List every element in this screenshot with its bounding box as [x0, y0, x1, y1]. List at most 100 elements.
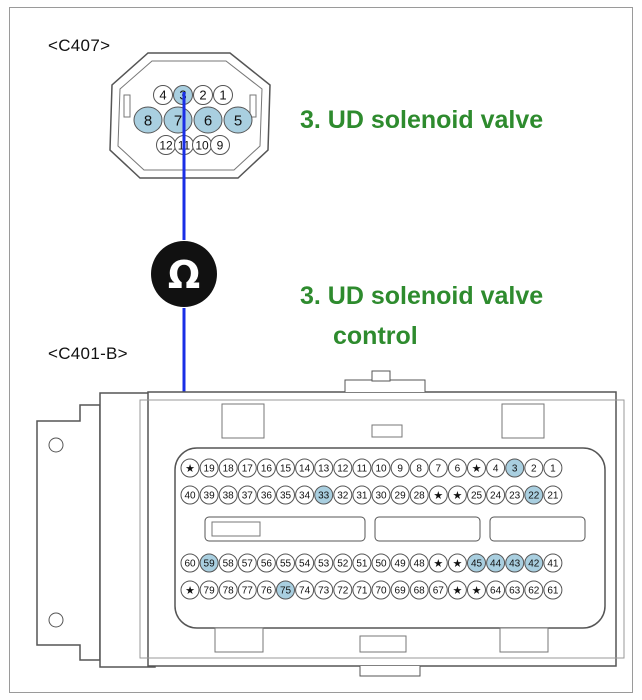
c401-pin-49: 49 — [390, 553, 410, 573]
c407-pin-8: 8 — [133, 106, 163, 134]
c407-pin-7: 7 — [163, 106, 193, 134]
signal-label-top: 3. UD solenoid valve — [300, 106, 544, 134]
pin-number: 58 — [223, 559, 235, 570]
c401-pin-51: 51 — [352, 553, 372, 573]
c401-pin-59: 59 — [199, 553, 219, 573]
pin-number: 51 — [356, 559, 368, 570]
diagram-frame — [9, 7, 633, 693]
pin-number: 60 — [184, 559, 196, 570]
c407-pin-10: 10 — [192, 135, 212, 155]
pin-number: 8 — [144, 112, 152, 129]
c401-pin-3: 3 — [505, 458, 525, 478]
c401-pin-53: 53 — [314, 553, 334, 573]
pin-number: 50 — [375, 559, 387, 570]
c401-pin-9: 9 — [390, 458, 410, 478]
pin-number: 42 — [528, 559, 540, 570]
pin-number: 56 — [261, 559, 273, 570]
pin-number: 43 — [509, 559, 521, 570]
c401-pin-58: 58 — [218, 553, 238, 573]
c401-pin-19: 19 — [199, 458, 219, 478]
c401-pin-15: 15 — [276, 458, 295, 478]
c401-pin-25: 25 — [467, 485, 486, 505]
pin-number: 77 — [242, 586, 254, 597]
pin-number: 72 — [337, 586, 349, 597]
c401-pin-67: 67 — [428, 580, 448, 600]
c401-pin-74: 74 — [295, 580, 315, 600]
pin-number: 53 — [318, 559, 330, 570]
pin-number: 35 — [280, 491, 292, 502]
pin-number: 71 — [356, 586, 368, 597]
c401-pin-38: 38 — [218, 485, 238, 505]
pin-number: 32 — [337, 491, 349, 502]
pin-number: 45 — [471, 559, 483, 570]
pin-number: 62 — [528, 586, 540, 597]
pin-number: ★ — [472, 585, 482, 597]
pin-number: 19 — [204, 464, 216, 475]
pin-number: 69 — [395, 586, 407, 597]
c401-pin-61: 61 — [543, 580, 563, 600]
pin-number: 36 — [261, 491, 273, 502]
pin-number: 68 — [414, 586, 426, 597]
c401-pin-36: 36 — [256, 485, 276, 505]
pin-number: ★ — [452, 490, 462, 502]
pin-number: ★ — [433, 558, 443, 570]
c401-pin-72: 72 — [333, 580, 353, 600]
c401-pin-52: 52 — [333, 553, 353, 573]
pin-number: 6 — [204, 112, 212, 129]
c401-pin-18: 18 — [218, 458, 238, 478]
pin-number: 38 — [223, 491, 235, 502]
pin-number: 8 — [416, 464, 422, 475]
c401-pin-75: 75 — [276, 580, 295, 600]
pin-number: 54 — [299, 559, 311, 570]
c401-pin-77: 77 — [237, 580, 257, 600]
pin-number: 1 — [219, 88, 226, 103]
pin-number: 40 — [184, 491, 196, 502]
c401-pin-blank: ★ — [447, 553, 467, 573]
pin-number: 4 — [493, 464, 499, 475]
pin-number: 22 — [528, 491, 540, 502]
c407-pin-5: 5 — [223, 106, 253, 134]
pin-number: 39 — [204, 491, 216, 502]
pin-number: 79 — [204, 586, 216, 597]
pin-number: 25 — [471, 491, 483, 502]
c401-pin-11: 11 — [352, 458, 372, 478]
connector-c401-label: <C401-B> — [48, 344, 128, 363]
c401-pin-23: 23 — [505, 485, 525, 505]
c401-pin-29: 29 — [390, 485, 410, 505]
pin-number: 5 — [234, 112, 242, 129]
c401-pin-22: 22 — [524, 485, 544, 505]
c401-pin-13: 13 — [314, 458, 334, 478]
c401-pin-21: 21 — [543, 485, 563, 505]
c401-pin-34: 34 — [295, 485, 315, 505]
c401-pin-33: 33 — [314, 485, 334, 505]
c401-pin-blank: ★ — [180, 580, 200, 600]
c407-pin-6: 6 — [193, 106, 223, 134]
c401-pin-79: 79 — [199, 580, 219, 600]
pin-number: 30 — [375, 491, 387, 502]
c401-pin-43: 43 — [505, 553, 525, 573]
pin-number: 15 — [280, 464, 292, 475]
c401-pin-70: 70 — [371, 580, 391, 600]
pin-number: 70 — [375, 586, 387, 597]
pin-number: 9 — [397, 464, 403, 475]
pin-number: 18 — [223, 464, 235, 475]
pin-number: 29 — [395, 491, 407, 502]
pin-number: 37 — [242, 491, 254, 502]
pin-number: ★ — [472, 463, 482, 475]
pin-number: 16 — [261, 464, 273, 475]
pin-number: ★ — [452, 558, 462, 570]
pin-number: 75 — [280, 586, 292, 597]
pin-number: 14 — [299, 464, 311, 475]
pin-number: 61 — [547, 586, 559, 597]
c401-pin-blank: ★ — [428, 485, 448, 505]
pin-number: 2 — [199, 88, 206, 103]
pin-number: 10 — [375, 464, 387, 475]
c401-pin-41: 41 — [543, 553, 563, 573]
pin-number: 59 — [204, 559, 216, 570]
c401-pin-6: 6 — [447, 458, 467, 478]
pin-number: ★ — [185, 463, 195, 475]
c401-pin-1: 1 — [543, 458, 563, 478]
c401-pin-blank: ★ — [447, 580, 467, 600]
c401-pin-blank: ★ — [428, 553, 448, 573]
